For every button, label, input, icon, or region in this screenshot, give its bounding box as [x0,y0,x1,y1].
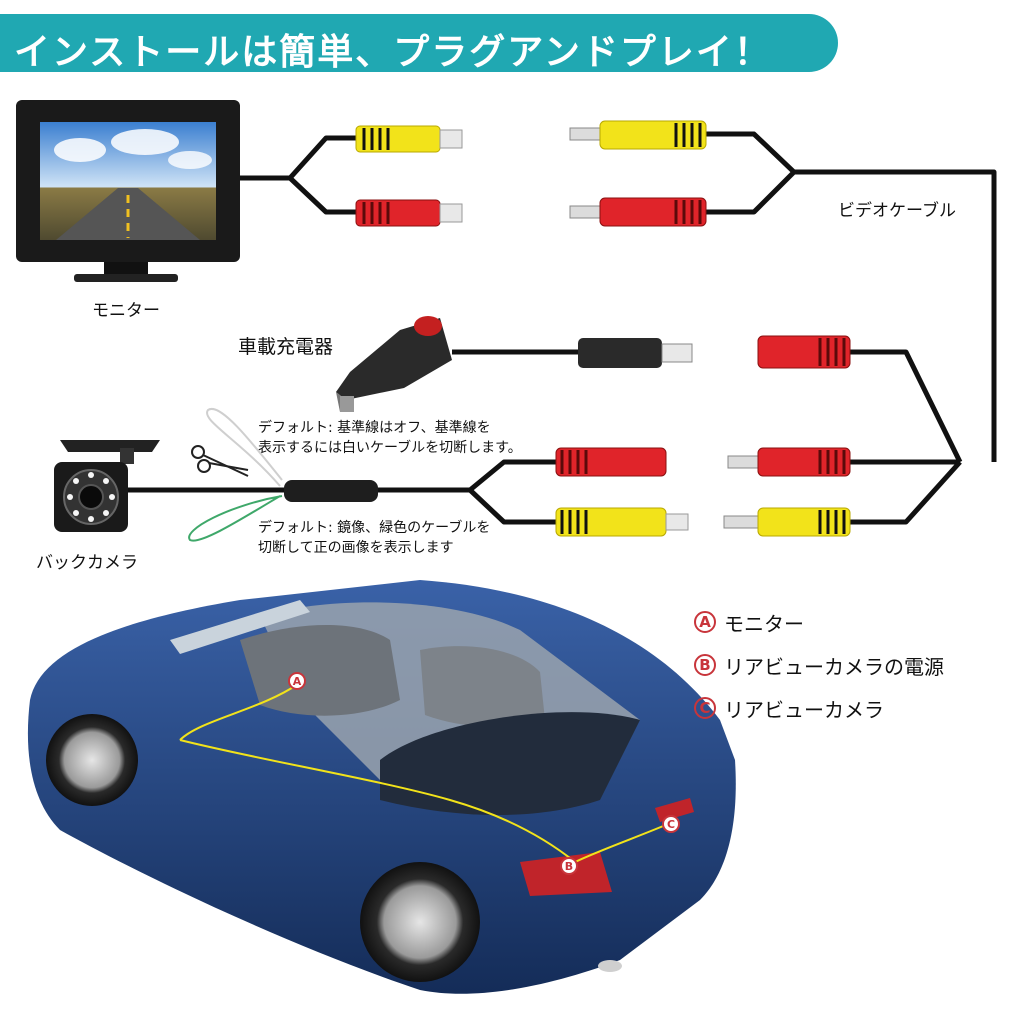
scissors-icon [191,445,249,477]
video-cable-yellow-rca-plug [723,507,851,537]
monitor-red-rca-connector [355,199,463,227]
video-cable-yellow-plug [569,120,707,150]
charger-black-plug [578,338,693,368]
video-cable-red-plug [569,197,707,227]
car-marker-b: B [560,857,578,875]
legend-text-rear-camera: リアビューカメラ [724,697,884,722]
cable-lines [126,131,997,525]
camera-yellow-rca-plug [555,507,689,537]
green-mirror-wire [188,495,283,542]
car-marker-c: C [662,815,680,833]
legend-badge-a: A [694,611,716,633]
legend-text-monitor: モニター [724,611,804,636]
car-marker-a: A [288,672,306,690]
monitor-label: モニター [92,301,160,321]
legend-item-camera-power: B リアビューカメラの電源 [694,649,944,681]
green-wire-note-line1: デフォルト: 鏡像、緑色のケーブルを [258,520,491,536]
car-marker-a-label: A [292,674,302,688]
white-guide-wire [206,407,283,487]
car-illustration [27,580,736,994]
legend-item-monitor: A モニター [694,606,944,638]
legend-item-rear-camera: C リアビューカメラ [694,692,944,724]
white-wire-note-line1: デフォルト: 基準線はオフ、基準線を [258,420,491,436]
white-wire-note-line2: 表示するには白いケーブルを切断します。 [258,440,522,456]
banner-title: インストールは簡単、プラグアンドプレイ！ [14,32,772,73]
camera-red-rca-socket [555,447,667,477]
video-cable-red-power-socket [757,335,851,369]
green-wire-note-line2: 切断して正の画像を表示します [258,540,454,556]
back-camera-label: バックカメラ [36,553,138,573]
inline-cable-box [284,480,378,502]
title-banner: インストールは簡単、プラグアンドプレイ！ [0,14,838,73]
car-marker-c-label: C [666,817,676,831]
monitor-yellow-rca-connector [355,125,463,153]
legend-text-camera-power: リアビューカメラの電源 [724,654,944,679]
monitor-icon [16,100,240,282]
white-wire-note: デフォルト: 基準線はオフ、基準線を 表示するには白いケーブルを切断します。 [258,418,522,458]
back-camera-icon [54,440,160,532]
legend-badge-b: B [694,654,716,676]
video-cable-red-rca-plug [727,447,851,477]
car-charger-icon [336,316,452,412]
legend-badge-c: C [694,697,716,719]
green-wire-note: デフォルト: 鏡像、緑色のケーブルを 切断して正の画像を表示します [258,518,490,558]
legend: A モニター B リアビューカメラの電源 C リアビューカメラ [694,606,944,735]
car-charger-label: 車載充電器 [238,336,334,358]
car-marker-b-label: B [564,859,574,873]
video-cable-label: ビデオケーブル [838,201,956,221]
